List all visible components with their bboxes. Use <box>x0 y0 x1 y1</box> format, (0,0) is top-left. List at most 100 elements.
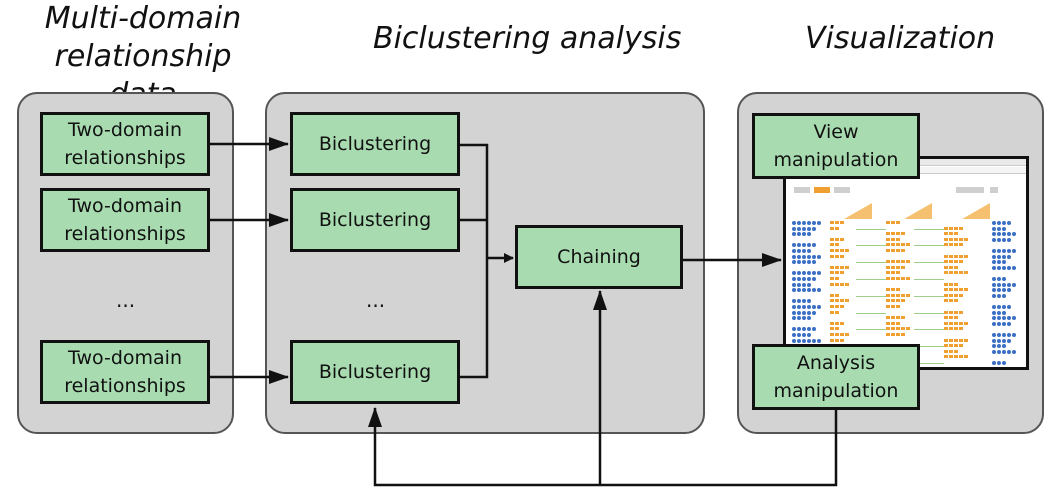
screenshot-dot <box>807 221 811 225</box>
screenshot-dot <box>886 237 890 241</box>
screenshot-row <box>792 226 817 231</box>
screenshot-dot <box>830 310 834 314</box>
screenshot-dot <box>891 243 895 247</box>
screenshot-dot <box>992 321 996 326</box>
screenshot-dot <box>954 310 958 314</box>
screenshot-dot <box>891 316 895 320</box>
screenshot-link <box>856 262 886 264</box>
screenshot-dot <box>992 293 996 298</box>
screenshot-dot <box>959 321 963 325</box>
bicluster-merge-line <box>460 143 489 379</box>
screenshot-dot <box>835 243 839 247</box>
screenshot-dot <box>802 221 806 225</box>
screenshot-dot <box>944 282 948 286</box>
screenshot-dot <box>812 226 816 231</box>
screenshot-dot <box>1002 254 1006 259</box>
screenshot-dot <box>954 293 958 297</box>
screenshot-dot <box>964 254 968 258</box>
screenshot-dot <box>901 333 905 336</box>
screenshot-dot <box>802 310 806 315</box>
screenshot-link <box>914 312 944 314</box>
screenshot-dot <box>792 232 796 237</box>
screenshot-dot <box>1012 265 1016 270</box>
screenshot-dot <box>997 226 1001 231</box>
screenshot-dot <box>944 327 948 331</box>
data-ellipsis: ... <box>116 288 136 312</box>
screenshot-dot <box>886 288 890 292</box>
chaining-box: Chaining <box>515 225 683 289</box>
screenshot-row <box>992 232 1017 237</box>
screenshot-link <box>856 312 886 314</box>
screenshot-dot <box>830 277 834 280</box>
screenshot-row <box>992 349 1017 354</box>
screenshot-dot <box>949 282 953 286</box>
screenshot-link <box>914 346 944 348</box>
screenshot-dot <box>812 260 816 265</box>
biclustering-box-1: Biclustering <box>290 112 460 176</box>
screenshot-dot <box>959 344 963 348</box>
screenshot-row <box>992 249 1017 253</box>
screenshot-dot <box>901 277 905 280</box>
screenshot-dot <box>1002 232 1006 237</box>
screenshot-fan <box>844 203 872 219</box>
screenshot-dot <box>1007 316 1011 321</box>
screenshot-dot <box>1002 265 1006 270</box>
screenshot-dot <box>797 260 801 265</box>
screenshot-dot <box>891 299 895 303</box>
screenshot-link <box>856 228 886 230</box>
screenshot-row <box>886 333 906 337</box>
screenshot-row <box>944 344 964 348</box>
screenshot-row <box>992 237 1012 242</box>
screenshot-dot <box>1012 232 1016 237</box>
screenshot-dot <box>954 243 958 247</box>
screenshot-dot <box>949 288 953 292</box>
screenshot-row <box>992 333 1017 337</box>
screenshot-fan <box>962 203 990 219</box>
screenshot-dot <box>807 333 811 337</box>
screenshot-dot <box>792 221 796 225</box>
screenshot-dot <box>830 293 834 297</box>
screenshot-dot <box>1002 361 1006 365</box>
screenshot-dot <box>840 271 844 275</box>
screenshot-dot <box>792 310 796 315</box>
screenshot-dot <box>840 254 844 258</box>
screenshot-row <box>792 254 822 259</box>
screenshot-dot <box>797 316 801 321</box>
screenshot-dot <box>891 327 895 331</box>
screenshot-row <box>830 333 850 337</box>
screenshot-dot <box>891 293 895 297</box>
screenshot-dot <box>792 254 796 259</box>
screenshot-row <box>944 355 969 359</box>
screenshot-dot <box>959 288 963 292</box>
screenshot-dot <box>992 221 996 225</box>
screenshot-row <box>792 338 822 343</box>
screenshot-dot <box>797 221 801 225</box>
screenshot-dot <box>1002 293 1006 298</box>
screenshot-dot <box>901 316 905 320</box>
screenshot-dot <box>840 299 844 303</box>
screenshot-dot <box>944 288 948 292</box>
screenshot-dot <box>954 226 958 230</box>
screenshot-dot <box>802 260 806 265</box>
screenshot-dot <box>792 260 796 265</box>
screenshot-dot <box>992 249 996 253</box>
screenshot-dot <box>997 221 1001 225</box>
screenshot-row <box>944 338 969 343</box>
screenshot-dot <box>959 355 963 359</box>
screenshot-dot <box>802 232 806 237</box>
screenshot-dot <box>792 243 796 248</box>
screenshot-dot <box>944 316 948 320</box>
screenshot-dot <box>896 327 900 331</box>
screenshot-button <box>956 187 984 193</box>
screenshot-dot <box>997 321 1001 326</box>
analysis-column-title: Biclustering analysis <box>373 21 682 56</box>
screenshot-dot <box>949 254 953 258</box>
screenshot-dot <box>802 277 806 281</box>
screenshot-dot <box>802 271 806 276</box>
screenshot-dot <box>896 221 900 224</box>
screenshot-row <box>830 221 845 225</box>
screenshot-dot <box>896 249 900 252</box>
screenshot-dot <box>835 237 839 241</box>
screenshot-row <box>944 293 964 298</box>
